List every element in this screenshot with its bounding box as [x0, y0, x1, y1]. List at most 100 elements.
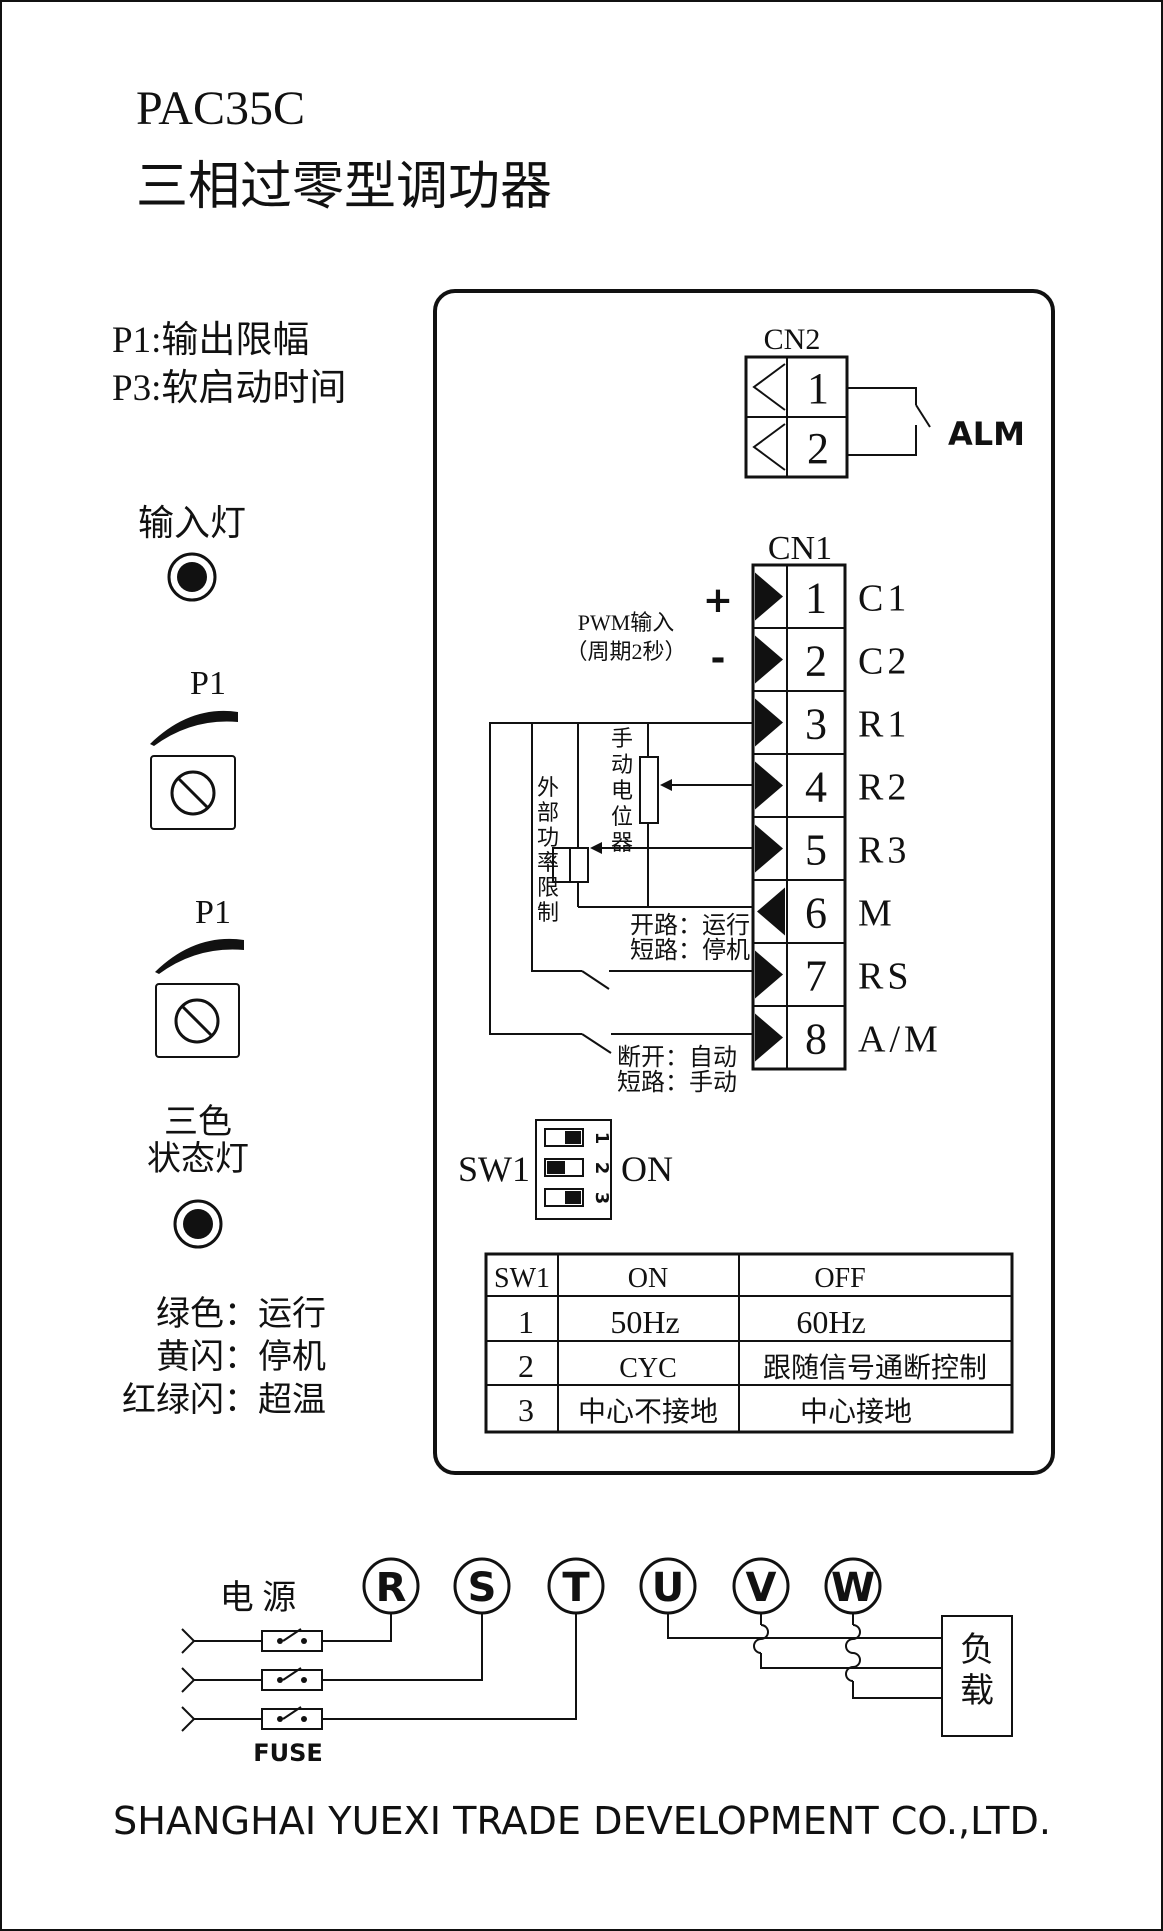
table-cell: 50Hz — [610, 1304, 679, 1340]
external-limit-char: 限 — [537, 875, 559, 900]
power-lines — [181, 1612, 942, 1732]
sw1-label: SW1 — [458, 1149, 530, 1189]
cn1-pin-number: 5 — [805, 826, 827, 875]
cn1-pin-number: 3 — [805, 700, 827, 749]
cn1-pin-number: 2 — [805, 637, 827, 686]
manual-pot-char: 器 — [611, 830, 633, 855]
potentiometer-wiring — [489, 722, 753, 1054]
status-lamp-label-line2: 状态灯 — [147, 1140, 249, 1178]
load-box — [941, 1615, 1013, 1737]
fuse-label: FUSE — [253, 1739, 323, 1767]
pin-arrow-icon — [755, 698, 783, 747]
status-legend-green: 绿色：运行 — [156, 1295, 326, 1333]
manual-pot-char: 电 — [611, 778, 633, 803]
external-limit-char: 外 — [537, 775, 559, 800]
table-cell: CYC — [619, 1353, 677, 1384]
manual-pot-char: 动 — [611, 752, 633, 777]
input-lamp-icon — [167, 552, 217, 602]
cn1-pin-name: RS — [858, 956, 912, 998]
company-name: SHANGHAI YUEXI TRADE DEVELOPMENT CO.,LTD… — [113, 1799, 1051, 1843]
dip-switch-icon[interactable] — [535, 1119, 612, 1220]
table-cell: 3 — [518, 1392, 534, 1428]
fuse-icons — [261, 1628, 323, 1730]
table-cell: 中心不接地 — [578, 1396, 718, 1428]
fuse-icon — [261, 1708, 323, 1730]
pin-arrow-icon — [755, 572, 783, 621]
cn2-pin-1: 1 — [807, 364, 829, 413]
fuse-icon — [261, 1630, 323, 1652]
cn1-pin-number: 7 — [805, 952, 827, 1001]
am-note-open: 断开：自动 — [617, 1044, 737, 1071]
external-limit-char: 部 — [537, 800, 559, 825]
sw1-settings-table — [484, 1252, 1014, 1434]
am-note-short: 短路：手动 — [617, 1069, 737, 1096]
cn2-label: CN2 — [764, 323, 821, 356]
pin-arrow-icon — [755, 635, 783, 684]
pot-arc-icon — [150, 710, 238, 746]
cn1-pin-name: R2 — [858, 767, 910, 809]
power-source-label: 电 源 — [220, 1579, 297, 1617]
external-limit-char: 率 — [537, 850, 559, 875]
table-cell: 60Hz — [796, 1304, 865, 1340]
terminal-r: R — [376, 1565, 407, 1611]
pwm-input-label: PWM输入 — [578, 610, 675, 635]
cn2-pin-2: 2 — [807, 424, 829, 473]
cn1-pin-name: C1 — [858, 578, 910, 620]
pot-label-1: P1 — [190, 665, 226, 702]
note-p3: P3:软启动时间 — [112, 367, 346, 409]
cn1-pin-number: 8 — [805, 1015, 827, 1064]
load-label-line2: 载 — [960, 1672, 994, 1710]
external-limit-char: 制 — [537, 900, 559, 925]
cn1-pin-number: 1 — [805, 574, 827, 623]
table-cell: 中心接地 — [800, 1396, 912, 1428]
terminal-w: W — [831, 1565, 875, 1611]
cn1-connector — [751, 563, 847, 1071]
status-lamp-label-line1: 三色 — [164, 1103, 232, 1141]
dip-position-1: 1 — [591, 1132, 612, 1145]
dip-position-2: 2 — [591, 1162, 612, 1175]
table-header-on: ON — [628, 1263, 668, 1294]
table-cell: 1 — [518, 1304, 534, 1340]
pot-arc-icon — [155, 938, 244, 974]
cn1-pin-number: 4 — [805, 763, 827, 812]
load-label-line1: 负 — [960, 1631, 994, 1669]
dip-position-3: 3 — [591, 1192, 612, 1205]
cn2-connector — [744, 355, 849, 479]
terminal-s: S — [468, 1565, 497, 1611]
potentiometer-knob-icon[interactable] — [150, 755, 236, 830]
terminal-u: U — [652, 1565, 684, 1611]
status-legend-yellow: 黄闪：停机 — [156, 1338, 326, 1376]
terminal-t: T — [562, 1565, 590, 1611]
product-name: 三相过零型调功器 — [136, 159, 552, 216]
terminal-panel — [433, 289, 1055, 1475]
table-cell: 跟随信号通断控制 — [763, 1352, 987, 1384]
alarm-label: ALM — [948, 415, 1025, 453]
pin-arrow-icon — [755, 824, 783, 873]
pin-arrow-icon — [755, 761, 783, 810]
table-header-off: OFF — [814, 1263, 865, 1294]
pin-arrow-icon — [755, 1013, 783, 1062]
manual-pot-char: 位 — [611, 804, 633, 829]
manual-pot-char: 手 — [611, 726, 633, 751]
cn1-pin-number: 6 — [805, 889, 827, 938]
rs-note-short: 短路：停机 — [630, 937, 750, 964]
pwm-minus-sign: - — [711, 638, 726, 679]
rs-note-open: 开路：运行 — [630, 912, 750, 939]
external-limit-char: 功 — [537, 825, 559, 850]
pin-arrow-icon — [755, 950, 783, 999]
status-lamp-icon — [173, 1199, 223, 1249]
table-header-sw1: SW1 — [494, 1263, 550, 1294]
pwm-period-label: （周期2秒） — [565, 639, 686, 664]
potentiometer-knob-icon[interactable] — [155, 983, 240, 1058]
cn1-pin-name: M — [858, 893, 896, 935]
cn1-pin-name: A/M — [858, 1019, 942, 1061]
power-terminals: R S T U V W — [362, 1557, 882, 1615]
cn1-pin-name: C2 — [858, 641, 910, 683]
pin-arrow-icon — [757, 887, 785, 936]
terminal-v: V — [746, 1565, 777, 1611]
sw1-on-label: ON — [621, 1149, 673, 1189]
